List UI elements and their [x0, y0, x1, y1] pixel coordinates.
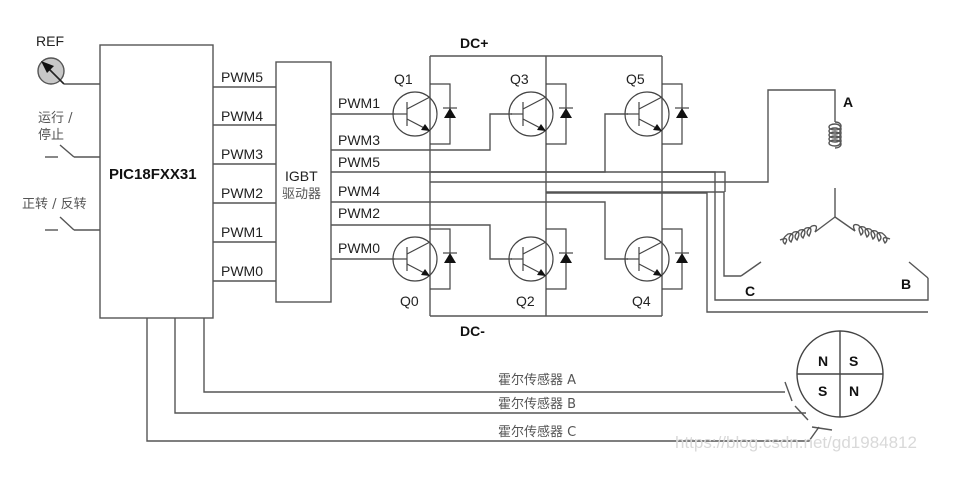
hall-sensor-c-label: 霍尔传感器 C: [498, 424, 576, 440]
run-stop-label-line2: 停止: [38, 127, 64, 143]
hall-sensor-a-label: 霍尔传感器 A: [498, 372, 576, 388]
igbt-driver-box: [275, 61, 332, 303]
igbt-driver-name-line1: IGBT: [285, 168, 318, 184]
hall-sensor-marks-icon: [784, 381, 833, 431]
transistor-q3: [508, 83, 573, 145]
rotor-pole-tr: S: [849, 353, 858, 369]
driver-pwm0-label: PWM0: [338, 240, 380, 256]
driver-pwm1-label: PWM1: [338, 95, 380, 111]
controller-pwm3-label: PWM3: [221, 146, 263, 162]
controller-name: PIC18FXX31: [109, 166, 197, 183]
transistor-q0: [392, 228, 457, 290]
driver-pwm3-label: PWM3: [338, 132, 380, 148]
controller-pwm5-label: PWM5: [221, 69, 263, 85]
controller-pwm0-label: PWM0: [221, 263, 263, 279]
ref-potentiometer-icon: [37, 57, 65, 85]
direction-switch-icon: [45, 216, 100, 231]
motor-winding-b-icon: [834, 216, 929, 279]
q1-label: Q1: [394, 71, 413, 87]
controller-box: [99, 44, 214, 319]
controller-pwm2-label: PWM2: [221, 185, 263, 201]
controller-pwm1-label: PWM1: [221, 224, 263, 240]
rotor-pole-bl: S: [818, 383, 827, 399]
driver-pwm5-label: PWM5: [338, 154, 380, 170]
transistor-q5: [624, 83, 689, 145]
transistor-q2: [508, 228, 573, 290]
rotor-pole-tl: N: [818, 353, 828, 369]
motor-winding-a-icon: [828, 118, 842, 217]
hall-sensor-wires: [146, 318, 820, 442]
phase-a-label: A: [843, 94, 853, 110]
q0-label: Q0: [400, 293, 419, 309]
phase-c-label: C: [745, 283, 755, 299]
q3-label: Q3: [510, 71, 529, 87]
phase-wires: [430, 89, 929, 313]
driver-pwm4-label: PWM4: [338, 183, 380, 199]
q2-label: Q2: [516, 293, 535, 309]
driver-pwm2-label: PWM2: [338, 205, 380, 221]
transistor-q1: [392, 83, 457, 145]
transistor-q4: [624, 228, 689, 290]
dc-plus-label: DC+: [460, 35, 488, 51]
hall-sensor-b-label: 霍尔传感器 B: [498, 396, 576, 412]
controller-pwm4-label: PWM4: [221, 108, 263, 124]
controller-pwm-outputs: [213, 86, 276, 282]
direction-label: 正转 / 反转: [22, 197, 87, 212]
motor-winding-c-icon: [740, 216, 836, 277]
run-stop-label-line1: 运行 /: [38, 111, 73, 126]
q4-label: Q4: [632, 293, 651, 309]
rotor-magnet-icon: [796, 330, 884, 418]
phase-b-label: B: [901, 276, 911, 292]
watermark: https://blog.csdn.net/gd1984812: [675, 433, 917, 452]
dc-minus-label: DC-: [460, 323, 485, 339]
ref-label: REF: [36, 33, 64, 49]
q5-label: Q5: [626, 71, 645, 87]
rotor-pole-br: N: [849, 383, 859, 399]
run-stop-switch-icon: [45, 144, 100, 158]
igbt-driver-name-line2: 驱动器: [282, 187, 321, 202]
